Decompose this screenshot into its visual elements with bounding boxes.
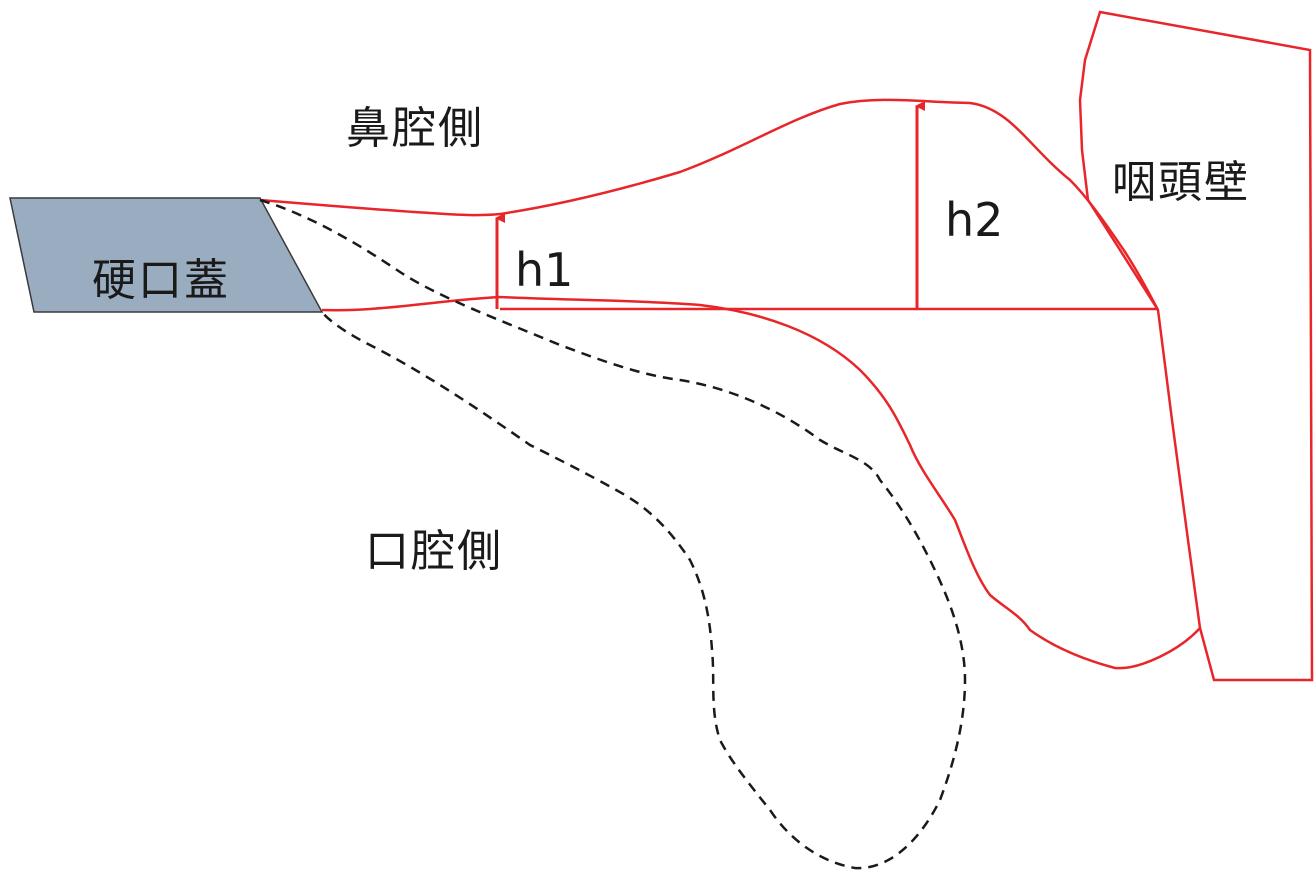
pharyngeal-wall-label: 咽頭壁 — [1112, 157, 1250, 208]
h2-label: h2 — [945, 193, 1004, 247]
soft-palate-oral-surface — [321, 295, 1201, 670]
soft-palate-nasal-surface — [259, 98, 1160, 311]
tongue-upper-contour — [259, 198, 967, 870]
oral-side-label: 口腔側 — [365, 526, 503, 577]
nasal-side-label: 鼻腔側 — [346, 103, 484, 154]
hard-palate-label: 硬口蓋 — [92, 255, 230, 306]
h1-label: h1 — [515, 243, 574, 297]
hard-palate-shape — [9, 197, 324, 313]
pharyngeal-wall-outline — [1078, 10, 1314, 682]
